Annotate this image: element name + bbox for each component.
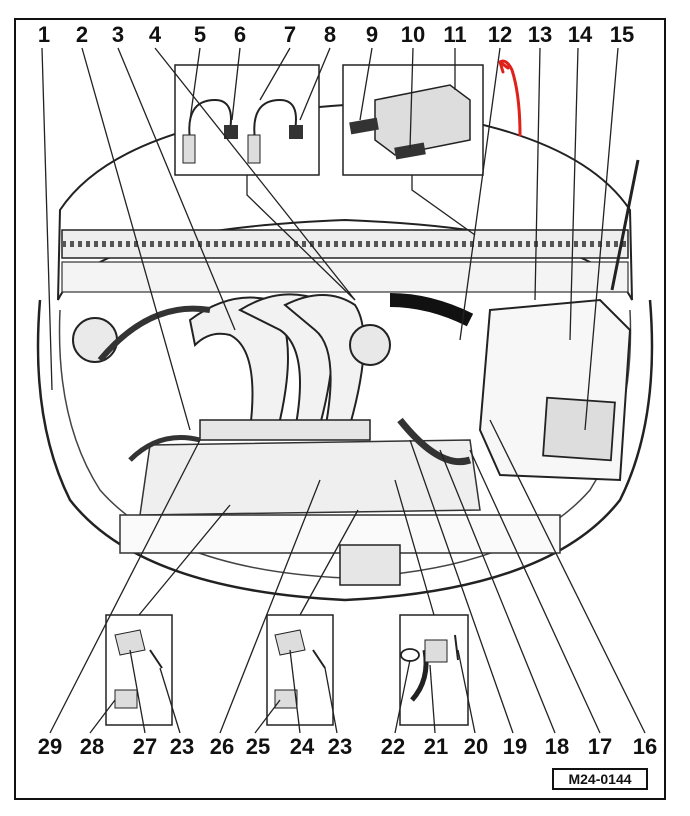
inset-left-leader (246, 175, 356, 301)
inset-21-leader (394, 479, 435, 616)
connector-b (394, 142, 426, 160)
hose-lower (128, 435, 201, 462)
top-label-6: 6 (233, 22, 247, 47)
top-label-12: 12 (487, 22, 513, 47)
top-label-9: 9 (365, 22, 379, 47)
connector-a (349, 117, 379, 135)
fender-outline (36, 299, 654, 602)
bottom-label-18: 18 (544, 734, 570, 759)
brake-booster (72, 317, 118, 363)
inset-27-leader (138, 504, 231, 616)
top-label-13: 13 (527, 22, 553, 47)
top-label-10: 10 (400, 22, 426, 47)
sensor-2-plug (289, 125, 303, 139)
bottom-label-22: 22 (380, 734, 406, 759)
bottom-label-23a: 23 (169, 734, 195, 759)
sensor-24-part (274, 629, 306, 656)
bottom-label-21: 21 (423, 734, 449, 759)
front-connector (339, 544, 401, 586)
sensor-25-part (274, 689, 298, 709)
sensor-2-body (247, 134, 261, 164)
throttle-body (349, 324, 391, 366)
bottom-label-26: 26 (209, 734, 235, 759)
bolt-20 (454, 634, 459, 661)
engine-block (139, 439, 481, 516)
inset-right-leader (411, 175, 476, 236)
sensor-28-part (114, 689, 138, 709)
bottom-label-27: 27 (132, 734, 158, 759)
top-label-7: 7 (283, 22, 297, 47)
control-module (542, 396, 616, 462)
sensor-27-part (114, 629, 146, 656)
top-leader-lines (41, 47, 619, 431)
bottom-label-25: 25 (245, 734, 271, 759)
top-label-15: 15 (609, 22, 635, 47)
inset-24-leader (299, 509, 359, 616)
sensor-21-body (424, 639, 448, 663)
control-unit-housing (374, 84, 471, 156)
bottom-leader-lines (49, 419, 646, 734)
sensor-1-plug (224, 125, 238, 139)
red-annotation-arrow (498, 59, 522, 137)
top-label-1: 1 (37, 22, 51, 47)
bottom-label-16: 16 (632, 734, 658, 759)
top-label-11: 11 (443, 22, 467, 47)
bottom-label-17: 17 (587, 734, 613, 759)
sensor-2-cable (253, 98, 297, 141)
intake-manifold (188, 293, 365, 432)
intake-hose (389, 293, 474, 327)
top-label-8: 8 (323, 22, 337, 47)
bolt-23-b (312, 649, 326, 669)
hose-right (397, 417, 472, 466)
inset-sensor-21 (399, 614, 469, 726)
top-label-2: 2 (75, 22, 89, 47)
hood-prop-rod (610, 159, 640, 291)
coolant-hose (97, 305, 211, 362)
fuel-rail (199, 419, 371, 441)
drawing-code-box: M24-0144 (552, 768, 648, 790)
bottom-label-29: 29 (37, 734, 63, 759)
inset-oxygen-sensors (174, 64, 320, 176)
top-label-3: 3 (111, 22, 125, 47)
bottom-label-20: 20 (463, 734, 489, 759)
diagram-frame (14, 18, 666, 800)
top-label-5: 5 (193, 22, 207, 47)
bottom-label-23b: 23 (327, 734, 353, 759)
bottom-label-19: 19 (502, 734, 528, 759)
sensor-1-body (182, 134, 196, 164)
bottom-label-24: 24 (289, 734, 315, 759)
top-label-14: 14 (567, 22, 593, 47)
sensor-1-cable (188, 98, 232, 141)
bottom-label-28: 28 (79, 734, 105, 759)
bolt-23-a (149, 649, 163, 669)
top-label-4: 4 (148, 22, 162, 47)
